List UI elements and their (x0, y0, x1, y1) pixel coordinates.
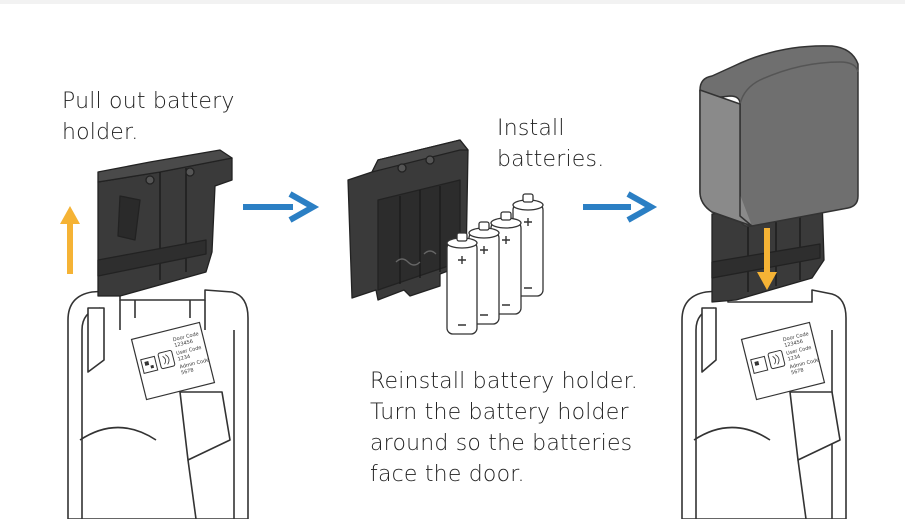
arrow-right-icon (583, 191, 658, 223)
lock-body-left (67, 289, 249, 519)
nfc-icon (767, 350, 786, 370)
battery-icon (446, 193, 544, 335)
code-label-right: Door Code 123456 User Code 1234 Admin Co… (740, 321, 826, 401)
battery-holder-pulled (97, 149, 233, 297)
label-text: 5678 (791, 367, 805, 376)
step-2-instruction: Install batteries. (497, 113, 604, 175)
label-text: 1234 (787, 354, 801, 363)
arrow-right-icon (243, 191, 320, 223)
qr-code-icon (750, 355, 769, 374)
step-3-line: Turn the battery holder (370, 400, 629, 425)
step-2-line: Install (497, 116, 565, 141)
step-1-line: holder. (62, 120, 139, 145)
step-1-line: Pull out battery (62, 89, 235, 114)
battery-cover (699, 45, 859, 228)
label-text: 1234 (177, 354, 191, 363)
label-text: 5678 (181, 367, 195, 376)
code-label-left: Door Code 123456 User Code 1234 Admin Co… (130, 321, 216, 401)
battery-polarity (458, 218, 532, 326)
qr-code-icon (140, 355, 159, 374)
step-3-line: around so the batteries (370, 431, 633, 456)
step-2-line: batteries. (497, 147, 605, 172)
step-3-instruction: Reinstall battery holder. Turn the batte… (370, 366, 638, 490)
nfc-icon (157, 350, 176, 370)
arrow-down-icon (757, 228, 777, 290)
arrow-up-icon (60, 206, 80, 274)
label-text: 123456 (174, 339, 194, 349)
top-border (0, 0, 905, 4)
label-text: 123456 (784, 339, 804, 349)
step-3-line: Reinstall battery holder. (370, 369, 639, 394)
battery-holder-open (347, 139, 469, 301)
step-3-line: face the door. (370, 462, 525, 487)
lock-body-right (681, 289, 847, 519)
step-1-instruction: Pull out battery holder. (62, 86, 235, 148)
